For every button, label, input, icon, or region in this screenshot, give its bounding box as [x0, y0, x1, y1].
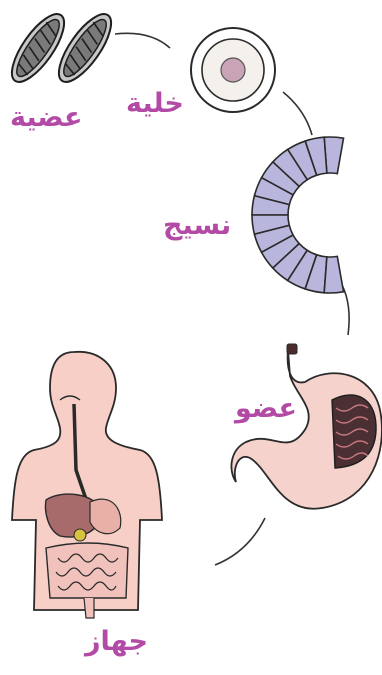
tissue-cell — [324, 256, 343, 293]
mitochondria-icon — [3, 7, 120, 90]
arc-cell-to-tissue — [283, 92, 312, 135]
cell-label: خلية — [126, 90, 184, 117]
organ-label: عضو — [235, 395, 297, 422]
tissue-icon — [252, 137, 344, 293]
arc-organ-to-system — [215, 518, 265, 565]
organelle-label: عضية — [10, 104, 82, 131]
system-label: جهاز — [85, 628, 148, 655]
digestive-system-icon — [12, 352, 162, 618]
cell-icon — [191, 28, 275, 112]
stomach-icon — [231, 344, 382, 509]
arc-organelle-to-cell — [115, 33, 170, 48]
tissue-label: نسيج — [163, 212, 231, 239]
